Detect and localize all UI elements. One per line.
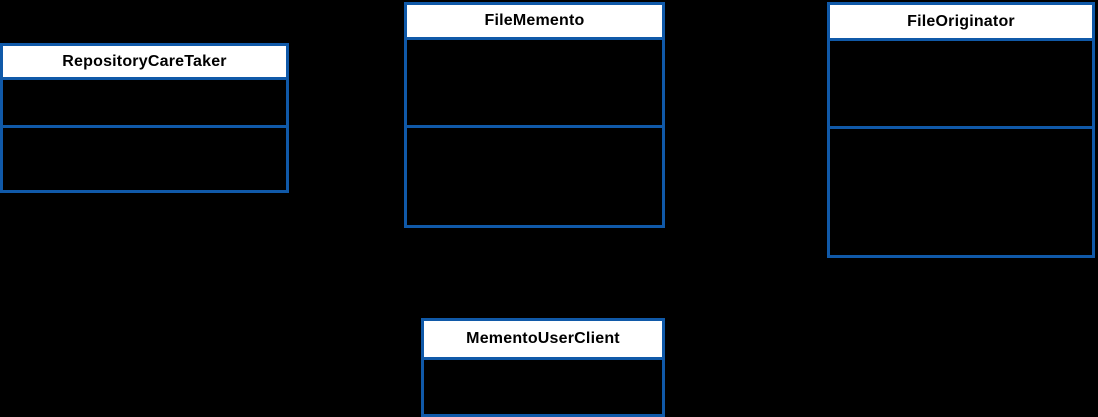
- class-attributes-fileoriginator: [830, 41, 1092, 126]
- connector-caretaker-to-memento: [289, 114, 404, 119]
- class-title-filememento: FileMemento: [407, 5, 662, 40]
- class-title-repositorycaretaker: RepositoryCareTaker: [3, 46, 286, 80]
- connector-client-to-caretaker: [144, 192, 421, 361]
- class-operations-filememento: [407, 125, 662, 225]
- connector-arrowhead: [393, 112, 406, 124]
- uml-class-filememento[interactable]: FileMemento: [404, 2, 665, 228]
- class-operations-mementouserclient: [424, 360, 662, 414]
- class-operations-repositorycaretaker: [3, 125, 286, 190]
- class-attributes-filememento: [407, 40, 662, 125]
- class-title-mementouserclient: MementoUserClient: [424, 321, 662, 360]
- class-attributes-repositorycaretaker: [3, 80, 286, 125]
- uml-class-fileoriginator[interactable]: FileOriginator: [827, 2, 1095, 258]
- class-operations-fileoriginator: [830, 126, 1092, 255]
- class-title-fileoriginator: FileOriginator: [830, 5, 1092, 41]
- uml-class-mementouserclient[interactable]: MementoUserClient: [421, 318, 665, 417]
- connector-client-to-originator: [665, 258, 962, 359]
- uml-class-repositorycaretaker[interactable]: RepositoryCareTaker: [0, 43, 289, 193]
